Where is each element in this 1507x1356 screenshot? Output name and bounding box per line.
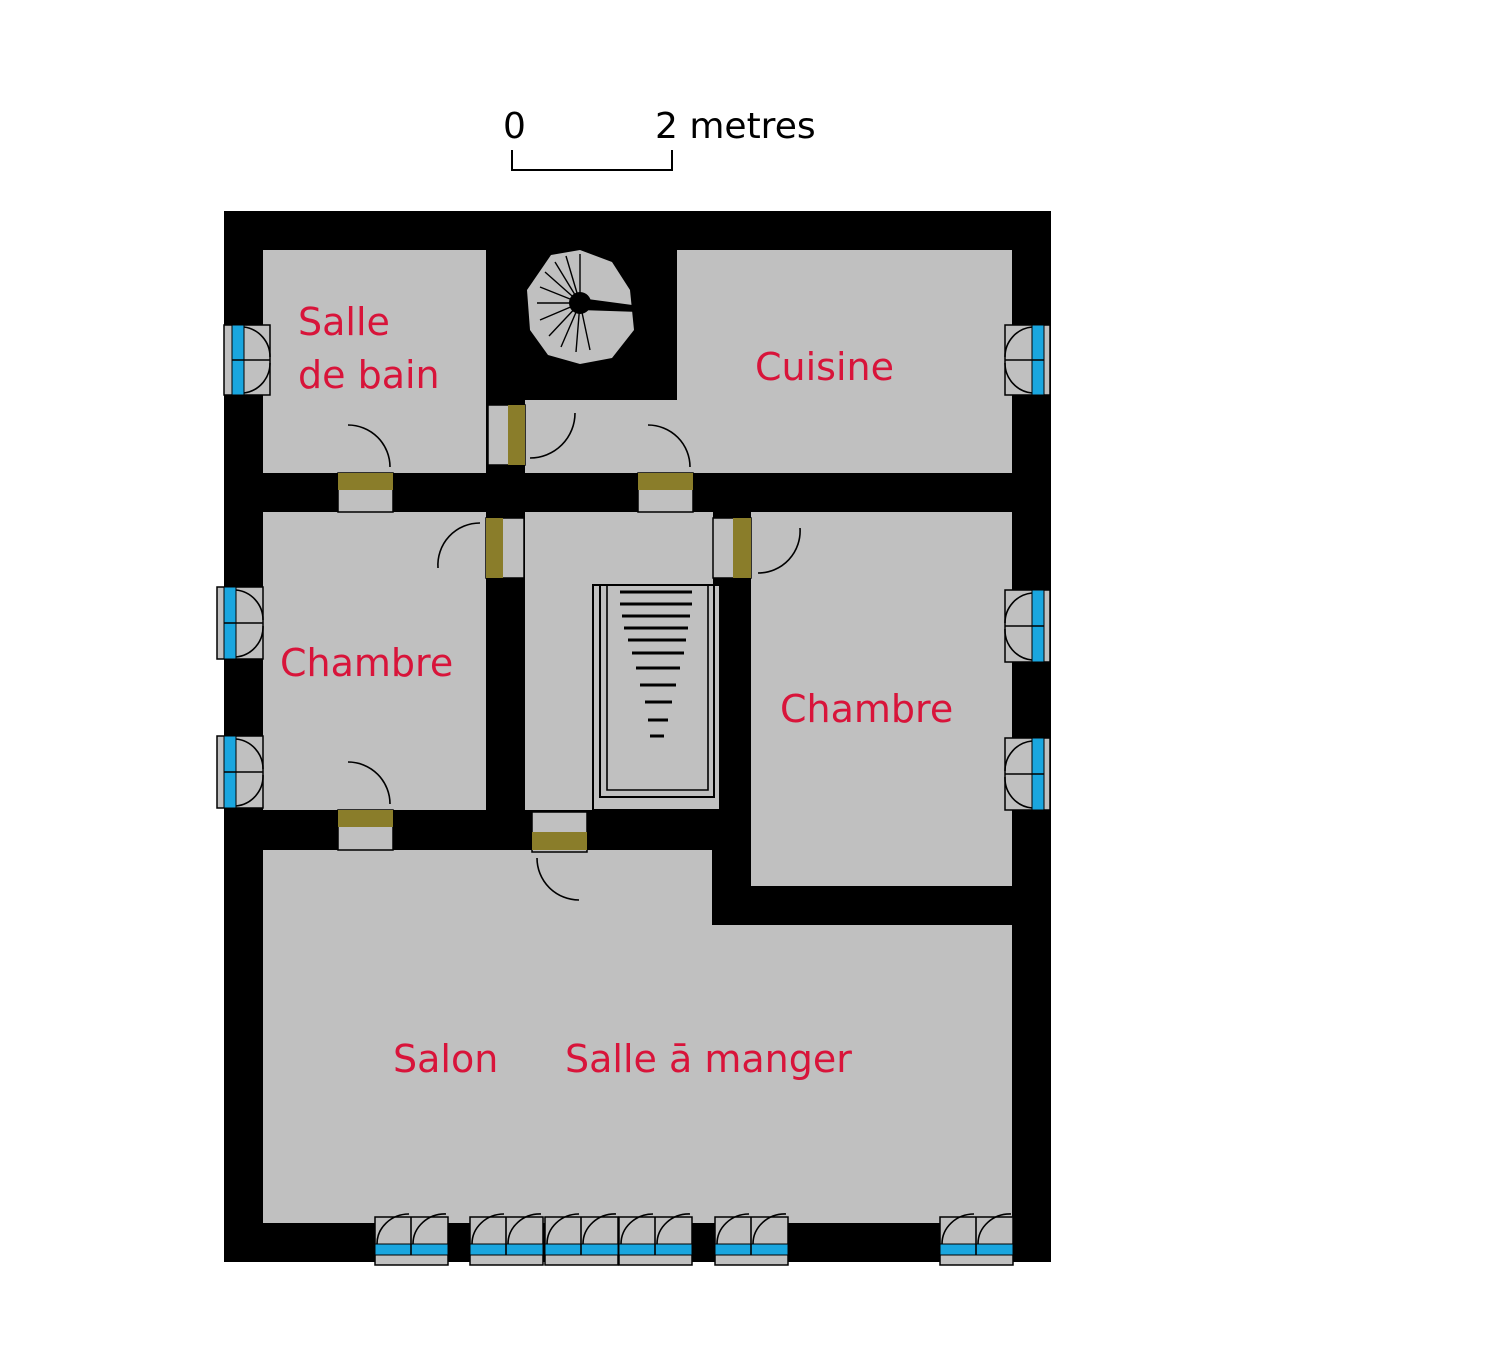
floor-bedroom-left xyxy=(263,512,486,810)
label-bedroom-left: Chambre xyxy=(280,641,453,685)
windows xyxy=(216,324,1051,1266)
label-living: Salon xyxy=(393,1037,498,1081)
label-kitchen: Cuisine xyxy=(755,345,894,389)
window-bedroom-right-1 xyxy=(1004,589,1051,663)
window-bathroom xyxy=(223,324,271,396)
label-bedroom-right: Chambre xyxy=(780,687,953,731)
window-bedroom-left-2 xyxy=(216,735,264,809)
window-bedroom-right-2 xyxy=(1004,737,1051,811)
scale-line xyxy=(511,150,673,171)
straight-staircase xyxy=(592,584,721,811)
floor-bedroom-right xyxy=(751,512,1012,886)
door-bedroom-left-top xyxy=(437,517,525,579)
window-bedroom-left-1 xyxy=(216,586,264,660)
stair-landing-bar xyxy=(580,298,640,312)
door-bedroom-left-bottom xyxy=(337,761,394,851)
door-bathroom xyxy=(337,424,394,513)
window-bottom-2 xyxy=(469,1213,544,1266)
label-bathroom-line1: Salle xyxy=(298,300,390,344)
label-bathroom-line2: de bain xyxy=(298,353,440,397)
label-dining: Salle ā manger xyxy=(565,1037,852,1081)
door-living xyxy=(531,811,588,901)
floor-living-dining xyxy=(263,850,1012,1223)
floor-bathroom xyxy=(263,250,486,473)
scale-end-label: 2 metres xyxy=(655,106,816,147)
stair-steps xyxy=(620,590,692,738)
door-kitchen xyxy=(637,424,694,513)
doors xyxy=(337,404,801,901)
window-bottom-4 xyxy=(618,1213,693,1266)
room-labels: Salle de bain Cuisine Chambre Chambre Sa… xyxy=(280,300,953,1081)
scale-start-label: 0 xyxy=(503,106,526,147)
window-bottom-5 xyxy=(714,1213,789,1266)
door-stair-spiral xyxy=(487,404,576,466)
window-kitchen xyxy=(1004,324,1051,396)
scale-bar: 0 2 metres xyxy=(503,106,816,171)
spiral-staircase xyxy=(486,250,677,400)
window-bottom-6 xyxy=(939,1213,1014,1266)
door-bedroom-right xyxy=(712,517,801,579)
window-bottom-1 xyxy=(374,1213,449,1266)
window-bottom-3 xyxy=(544,1213,619,1266)
